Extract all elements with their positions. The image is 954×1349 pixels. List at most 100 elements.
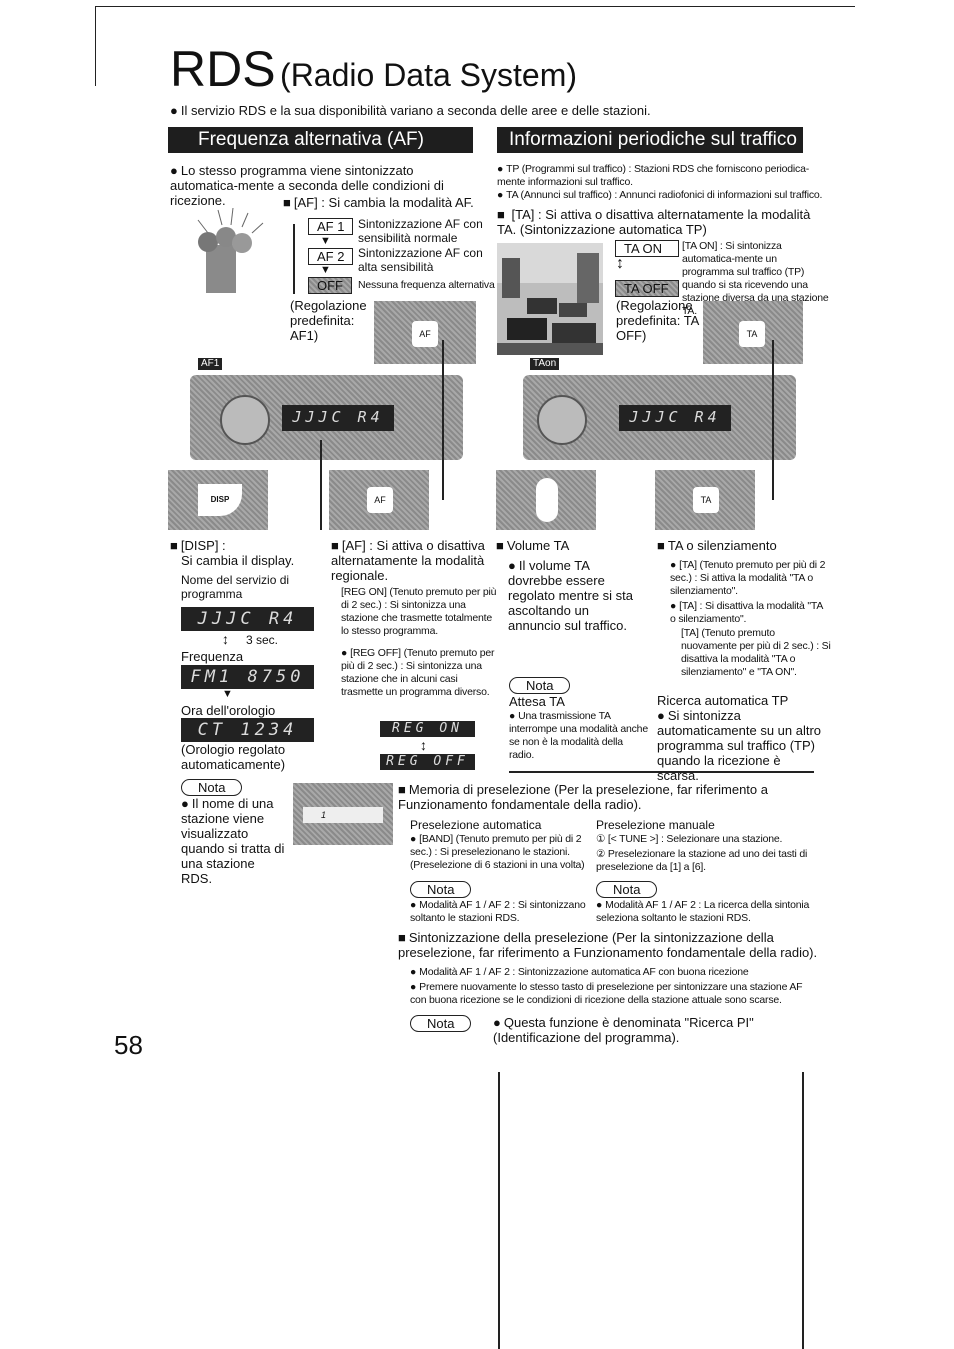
left-rule (95, 6, 96, 86)
disp-button-panel: DISP (168, 470, 268, 530)
volume-text: Il volume TA dovrebbe essere regolato me… (508, 558, 633, 633)
auto-text: [BAND] (Tenuto premuto per più di 2 sec.… (410, 833, 592, 872)
disp-freq-label: Frequenza (181, 649, 244, 664)
ta-button-panel: TA (703, 301, 803, 364)
ricerca-title: Ricerca automatica TP (657, 693, 789, 708)
af2-desc: Sintonizzazione AF con alta sensibilità (358, 246, 483, 274)
preset-display: 1 (303, 807, 383, 823)
nota-badge: Nota (509, 677, 571, 694)
lcd-clock: CT 1234 (181, 718, 314, 742)
manual-1: ① [< TUNE >] : Selezionare una stazione. (596, 833, 783, 845)
ta-label: [TA] : Si attiva o disattiva alternatame… (497, 207, 817, 237)
af-button[interactable]: AF (367, 487, 393, 513)
radio-unit-left: JJJC R4 (190, 375, 463, 460)
mute-b1: [TA] (Tenuto premuto per più di 2 sec.) … (670, 559, 830, 598)
attesa-text: Una trasmissione TA interrompe una modal… (509, 710, 649, 762)
reg-on-desc: [REG ON] (Tenuto premuto per più di 2 se… (341, 586, 497, 637)
intro-text: Il servizio RDS e la sua disponibilità v… (170, 103, 770, 118)
tuning-extra: (Per la sintonizzazione della preselezio… (398, 930, 818, 960)
disp-clock-label: Ora dell'orologio (181, 703, 276, 718)
ta-default: (Regolazione predefinita: TA OFF) (616, 298, 699, 343)
volume-knob-icon[interactable] (536, 478, 558, 522)
af-default: (Regolazione predefinita: AF1) (290, 298, 367, 343)
ta-label-text: [TA] : Si attiva o disattiva alternatame… (497, 207, 811, 237)
af1-indicator: AF1 (198, 358, 223, 370)
disp-clock-note: (Orologio regolato automaticamente) (181, 742, 286, 772)
tuning-b2: Premere nuovamente lo stesso tasto di pr… (410, 981, 820, 1007)
column-rule (498, 1072, 500, 1349)
nota-badge: Nota (596, 881, 658, 898)
af-button-panel: AF (374, 301, 476, 364)
disp-button[interactable]: DISP (198, 484, 242, 516)
auto-title: Preselezione automatica (410, 818, 542, 832)
signal-icon (197, 207, 264, 293)
arrow-updown-icon: ↕ (420, 737, 427, 753)
ta-on-box: TA ON (615, 240, 679, 257)
lcd-frequency: FM1 8750 (181, 665, 314, 689)
mute-b3: [TA] (Tenuto premuto nuovamente per più … (681, 627, 831, 678)
connector-line (320, 440, 322, 530)
ricerca-text: Si sintonizza automaticamente su un altr… (657, 708, 825, 783)
ta-desc: TA (Annunci sul traffico) : Annunci radi… (497, 189, 827, 202)
tuning-title: Sintonizzazione della preselezione (398, 930, 608, 945)
af-label: [AF] : Si cambia la modalità AF. (283, 195, 493, 210)
nota-manual: Modalità AF 1 / AF 2 : La ricerca della … (596, 899, 816, 925)
mute-b2: [TA] : Si disattiva la modalità "TA o si… (670, 600, 830, 626)
ta-label-extra: (Sintonizzazione automatica TP) (519, 222, 707, 237)
lcd-program-name: JJJC R4 (181, 607, 314, 631)
column-rule (802, 1072, 804, 1349)
reg-off-desc: [REG OFF] (Tenuto premuto per più di 2 s… (341, 647, 501, 699)
af1-box: AF 1 (308, 218, 354, 235)
volume-title: Volume TA (496, 538, 646, 553)
af-button-panel-2: AF (329, 470, 429, 530)
divider (509, 771, 814, 773)
disp-sec: 3 sec. (246, 633, 279, 647)
arrow-down-icon: ▼ (222, 688, 233, 700)
final-text: Questa funzione è denominata "Ricerca PI… (493, 1015, 793, 1045)
taon-indicator: TAon (530, 358, 560, 370)
tuning-title-line: Sintonizzazione della preselezione (Per … (398, 930, 820, 960)
ta-on-desc: [TA ON] : Si sintonizza automatica-mente… (682, 240, 829, 317)
nota-badge: Nota (410, 881, 472, 898)
af-header: Frequenza alternativa (AF) (168, 127, 473, 153)
tp-desc: TP (Programmi sul traffico) : Stazioni R… (497, 163, 817, 189)
page-number: 58 (114, 1030, 143, 1060)
ta-off-box: TA OFF (615, 280, 679, 297)
volume-knob[interactable] (220, 395, 270, 445)
preset-title-line: Memoria di preselezione (Per la preselez… (398, 782, 818, 812)
connector-line (772, 340, 774, 500)
radio-unit-right: JJJC R4 (523, 375, 796, 460)
disp-title: [DISP] : (170, 538, 320, 553)
attesa-title: Attesa TA (509, 694, 565, 709)
volume-knob[interactable] (537, 395, 587, 445)
top-rule (95, 6, 855, 7)
off-desc: Nessuna frequenza alternativa (358, 279, 495, 291)
nota-auto: Modalità AF 1 / AF 2 : Si sintonizzano s… (410, 899, 596, 925)
preset-title: Memoria di preselezione (398, 782, 550, 797)
af-bracket (293, 224, 295, 294)
manual-2: ② Preselezionare la stazione ad uno dei … (596, 848, 808, 873)
arrow-updown-icon: ↕ (222, 631, 229, 647)
ta-button[interactable]: TA (739, 321, 765, 347)
off-box: OFF (308, 277, 352, 294)
traffic-photo (497, 243, 603, 355)
arrow-updown-icon: ↕ (616, 255, 624, 272)
tuning-b1: Modalità AF 1 / AF 2 : Sintonizzazione a… (410, 966, 820, 979)
radio-display-right: JJJC R4 (619, 405, 731, 431)
arrow-down-icon: ▼ (320, 235, 331, 247)
ta-button[interactable]: TA (693, 487, 719, 513)
mute-title: TA o silenziamento (657, 538, 827, 553)
connector-line (442, 340, 444, 500)
radio-display-left: JJJC R4 (282, 405, 394, 431)
volume-knob-panel (496, 470, 596, 530)
nota-badge: Nota (410, 1015, 472, 1032)
manual-title: Preselezione manuale (596, 818, 715, 832)
ta-header: Informazioni periodiche sul traffico (497, 127, 803, 153)
disp-name-label: Nome del servizio di programma (181, 573, 290, 601)
lcd-reg-off: REG OFF (380, 754, 475, 770)
ta-button-panel-2: TA (655, 470, 755, 530)
af-button[interactable]: AF (412, 321, 438, 347)
preset-title-extra: (Per la preselezione, far riferimento a … (398, 782, 768, 812)
lcd-reg-on: REG ON (380, 721, 475, 737)
arrow-down-icon: ▼ (320, 264, 331, 276)
